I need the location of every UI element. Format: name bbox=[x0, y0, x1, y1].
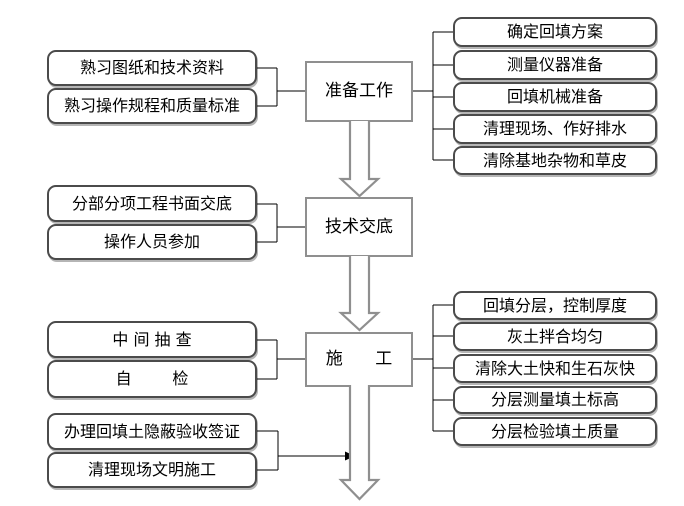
flow-box-acceptance-visa: 办理回填土隐蔽验收签证 bbox=[47, 413, 257, 450]
flow-box-study-procedures: 熟习操作规程和质量标准 bbox=[47, 88, 257, 124]
flow-box-intermediate-check: 中 间 抽 查 bbox=[47, 321, 257, 358]
bracket-left-group-2 bbox=[257, 339, 305, 380]
bracket-left-group-3 bbox=[257, 430, 346, 471]
arrowhead-to-final bbox=[345, 451, 355, 461]
flow-box-remove-debris: 清除基地杂物和草皮 bbox=[453, 146, 657, 175]
node-construction: 施 工 bbox=[305, 332, 413, 387]
bracket-right-group-0 bbox=[413, 31, 453, 161]
bracket-left-group-0 bbox=[257, 67, 305, 107]
block-arrow-construction-to-end bbox=[338, 385, 381, 501]
flow-box-instrument-prep: 测量仪器准备 bbox=[453, 50, 657, 80]
flow-box-layer-thickness: 回填分层，控制厚度 bbox=[453, 291, 657, 320]
flow-box-operators-attend: 操作人员参加 bbox=[47, 224, 257, 260]
block-arrow-prep-to-disclosure bbox=[338, 121, 381, 198]
flow-box-layer-elevation: 分层测量填土标高 bbox=[453, 386, 657, 414]
flow-box-backfill-plan: 确定回填方案 bbox=[453, 17, 657, 47]
node-preparation: 准备工作 bbox=[305, 61, 413, 122]
flow-box-site-cleanup: 清理现场文明施工 bbox=[47, 452, 257, 488]
flow-box-lime-soil-mix: 灰土拌合均匀 bbox=[453, 322, 657, 351]
flow-box-self-check: 自 检 bbox=[47, 360, 257, 398]
bracket-right-group-1 bbox=[413, 304, 453, 432]
flow-box-layer-quality: 分层检验填土质量 bbox=[453, 417, 657, 446]
flow-box-remove-clods: 清除大土快和生石灰快 bbox=[453, 354, 657, 383]
flow-box-site-drainage: 清理现场、作好排水 bbox=[453, 114, 657, 144]
flow-box-study-drawings: 熟习图纸和技术资料 bbox=[47, 50, 257, 86]
bracket-left-group-1 bbox=[257, 203, 305, 243]
block-arrow-disclosure-to-construction bbox=[338, 256, 381, 332]
flow-box-written-disclosure: 分部分项工程书面交底 bbox=[47, 185, 257, 222]
node-technical-disclosure: 技术交底 bbox=[305, 197, 413, 257]
flow-box-machinery-prep: 回填机械准备 bbox=[453, 82, 657, 112]
